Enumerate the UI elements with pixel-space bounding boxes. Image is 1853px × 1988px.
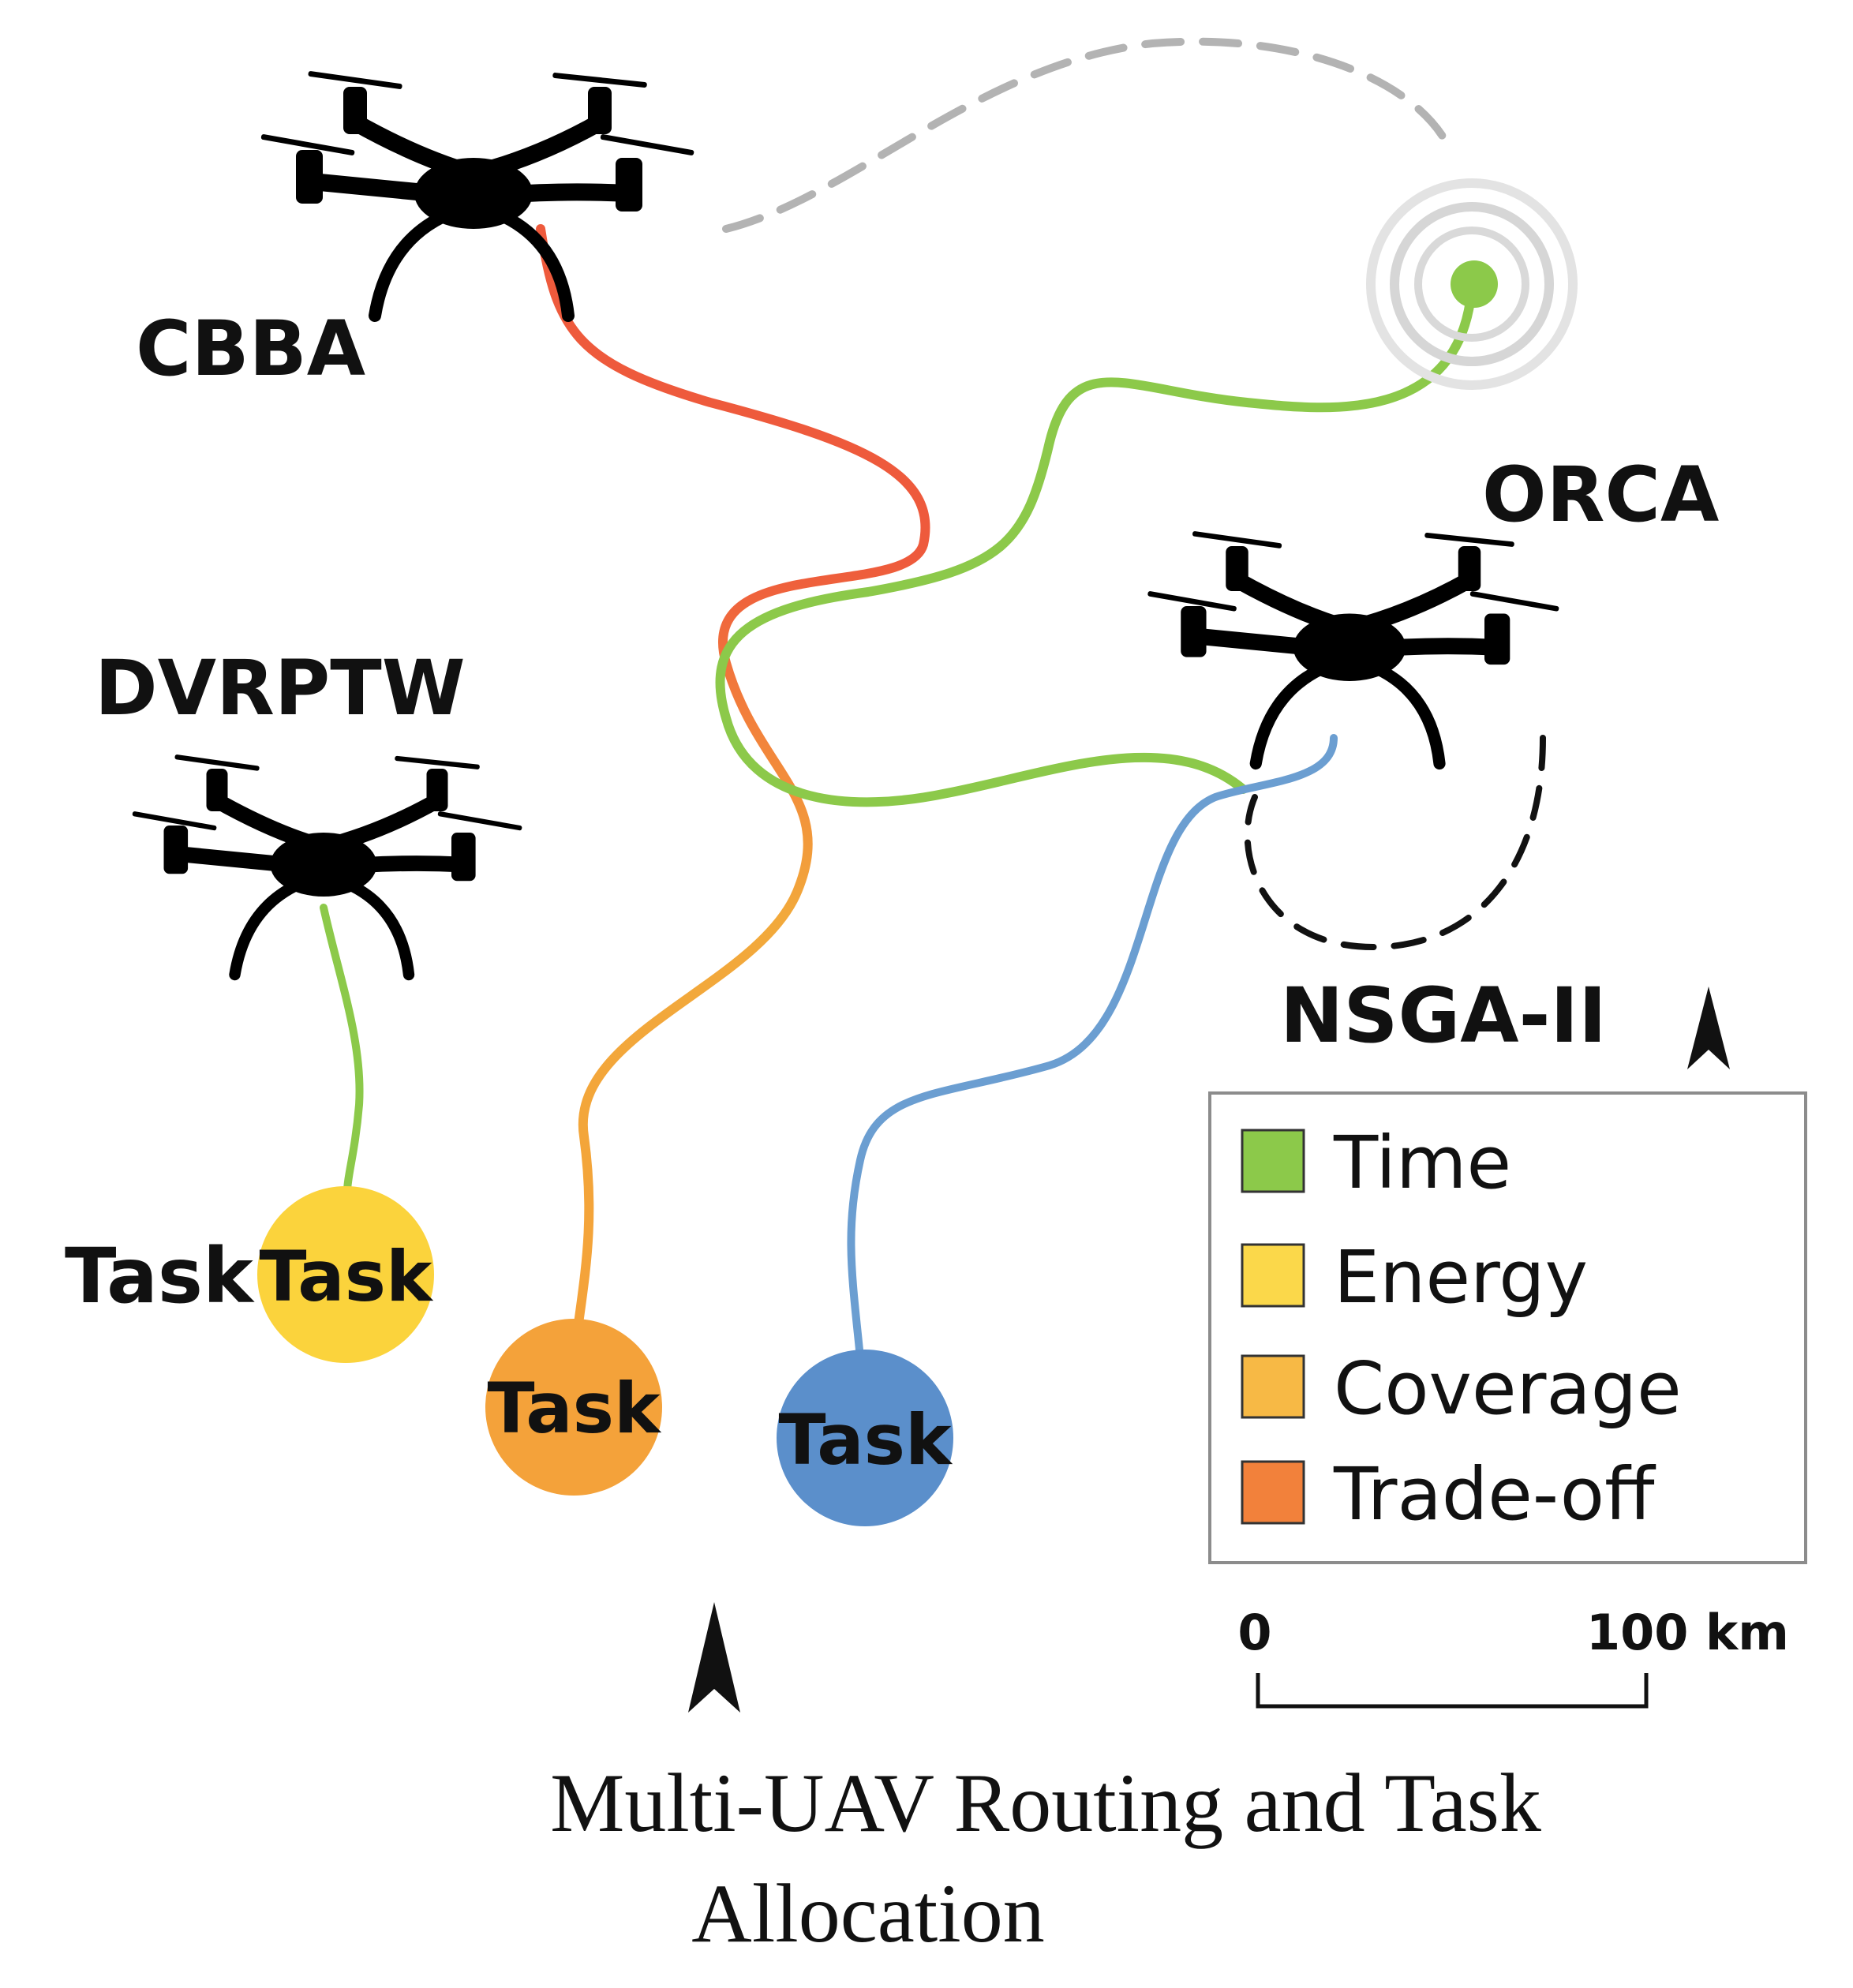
scale-end-label: 100 km bbox=[1586, 1604, 1789, 1661]
label-nsga: NSGA-II bbox=[1280, 972, 1607, 1060]
label-cbba: CBBA bbox=[136, 305, 365, 393]
caption-line-2: Allocation bbox=[691, 1867, 1044, 1960]
scale-line bbox=[1256, 1673, 1649, 1709]
task-orange-label: Task bbox=[488, 1368, 662, 1449]
label-orca: ORCA bbox=[1482, 451, 1719, 539]
drone-cbba-icon bbox=[260, 71, 694, 316]
route-cbba-to-orange-task bbox=[536, 224, 930, 1346]
legend-swatch-coverage bbox=[1241, 1354, 1305, 1419]
legend-swatch-energy bbox=[1241, 1243, 1305, 1308]
legend-label-tradeoff: Trade-off bbox=[1333, 1452, 1656, 1537]
legend-box bbox=[1208, 1091, 1807, 1564]
route-green-target-to-nsga bbox=[715, 283, 1477, 807]
task-yellow: Task bbox=[257, 1186, 434, 1363]
label-dvrptw: DVRPTW bbox=[95, 644, 466, 732]
task-outside-label: Task bbox=[65, 1232, 255, 1320]
scale-bar: 0 100 km bbox=[1237, 1604, 1789, 1709]
legend-swatch-time bbox=[1241, 1129, 1305, 1193]
caption-line-1: Multi-UAV Routing and Task bbox=[550, 1757, 1541, 1849]
nsga-dashed-loop bbox=[1244, 735, 1546, 951]
task-yellow-label: Task bbox=[260, 1236, 434, 1317]
task-orange: Task bbox=[485, 1319, 662, 1496]
drone-nsga-icon bbox=[1147, 531, 1559, 764]
target-icon bbox=[1366, 178, 1578, 390]
dashed-route-cbba-target bbox=[722, 37, 1456, 233]
scale-start-label: 0 bbox=[1237, 1604, 1271, 1661]
legend-label-coverage: Coverage bbox=[1334, 1346, 1682, 1431]
task-blue: Task bbox=[777, 1350, 953, 1526]
legend-label-energy: Energy bbox=[1334, 1235, 1588, 1320]
task-blue-label: Task bbox=[779, 1399, 953, 1481]
drone-dvrptw-icon bbox=[132, 754, 522, 975]
north-arrow-icon bbox=[1687, 987, 1730, 1069]
legend-swatch-tradeoff bbox=[1241, 1460, 1305, 1525]
route-blue-nsga-to-task bbox=[847, 734, 1338, 1361]
north-arrow-icon-bottom bbox=[688, 1602, 740, 1713]
legend: Time Energy Coverage Trade-off bbox=[1208, 1091, 1807, 1564]
legend-label-time: Time bbox=[1333, 1121, 1511, 1205]
route-green-dvrptw-to-task bbox=[320, 904, 364, 1196]
